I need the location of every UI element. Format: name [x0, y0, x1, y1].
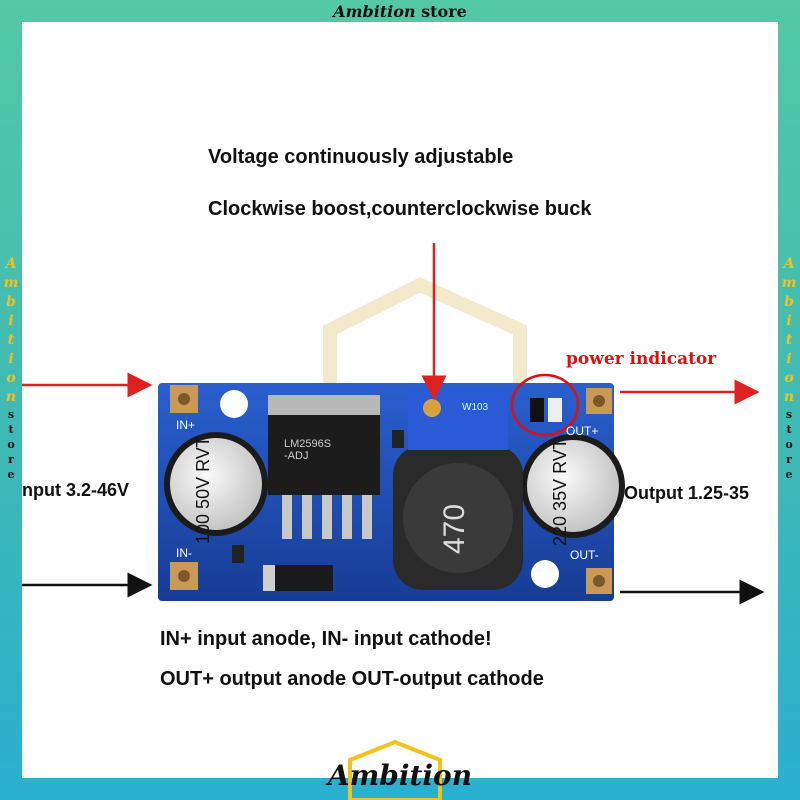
mount-hole — [220, 390, 248, 418]
bottom-logo-hex — [348, 739, 442, 800]
label-out-plus: OUT+ — [566, 424, 599, 438]
mount-hole — [531, 560, 559, 588]
annotation-voltage-adjustable: Voltage continuously adjustable — [208, 146, 514, 168]
label-in-minus: IN- — [176, 546, 192, 560]
input-range-label: nput 3.2-46V — [22, 480, 130, 500]
potentiometer — [408, 390, 508, 450]
brand-header: Ambition store — [0, 2, 800, 21]
pcb-pads — [170, 385, 612, 594]
annotation-clockwise: Clockwise boost,counterclockwise buck — [208, 198, 592, 220]
input-cap-label: 100 50V RVT — [193, 436, 213, 544]
pot-marking: W103 — [462, 402, 489, 413]
label-in-plus: IN+ — [176, 418, 196, 432]
smd-part — [392, 430, 404, 448]
potentiometer-screw — [423, 399, 441, 417]
bottom-logo: Ambition — [327, 759, 473, 792]
power-indicator-label: power indicator — [566, 349, 717, 369]
brand-name: Ambition — [333, 2, 416, 21]
power-led — [530, 398, 544, 422]
inductor-marking: 470 — [438, 503, 471, 554]
label-out-minus: OUT- — [570, 548, 599, 562]
note-input-polarity: IN+ input anode, IN- input cathode! — [160, 628, 492, 650]
output-range-label: Output 1.25-35 — [624, 483, 750, 503]
output-cap-label: 220 35V RVT — [550, 438, 570, 546]
regulator-heatsink — [268, 395, 380, 417]
note-output-polarity: OUT+ output anode OUT-output cathode — [160, 668, 544, 690]
regulator-chip — [268, 415, 380, 495]
chip-marking: LM2596S-ADJ — [284, 438, 332, 462]
regulator-pins — [282, 495, 372, 539]
brand-suffix: store — [421, 2, 467, 21]
indicator-circle — [510, 373, 580, 437]
smd-part — [232, 545, 244, 563]
